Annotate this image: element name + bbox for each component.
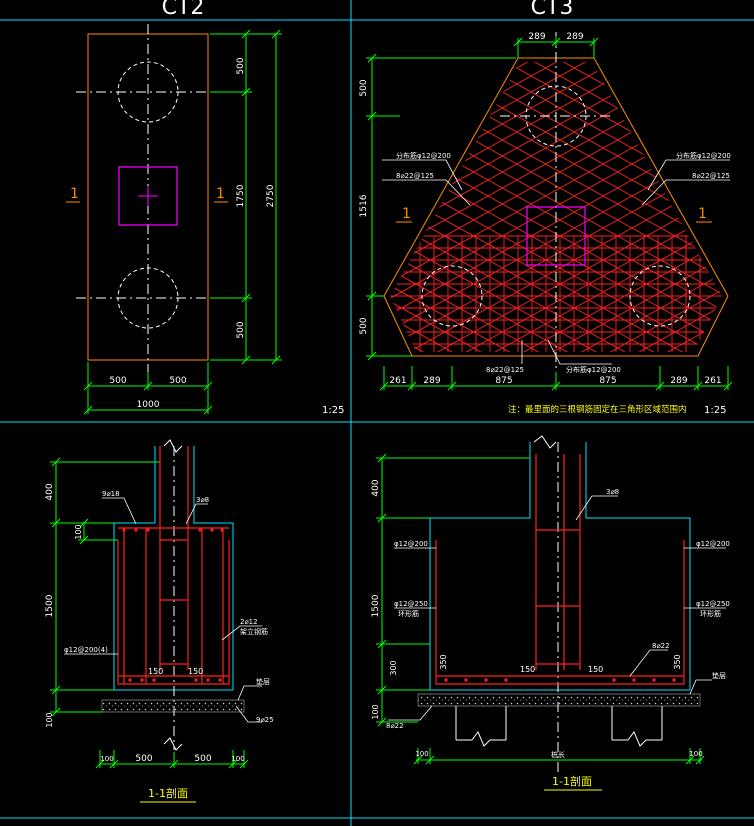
- ct2-section-mark-left: 1: [70, 186, 79, 202]
- ct3s-dim-l2: 1500: [371, 594, 381, 617]
- ct2s-dim-l2: 100: [74, 524, 83, 539]
- ct2s-dim-l3: 1500: [45, 594, 55, 617]
- ct2s-caption: 1-1剖面: [148, 786, 188, 800]
- ct2s-label-colbar: 3⌀8: [196, 496, 209, 504]
- ct3-dim-t2: 289: [566, 32, 583, 42]
- ct3-label-left-main: 8⌀22@125: [396, 172, 434, 180]
- ct2-dim-r3: 500: [236, 321, 246, 338]
- ct3s-dim-b1: 100: [415, 750, 428, 758]
- ct3s-base-label: 桩长: [551, 750, 565, 759]
- ct3-dim-l2: 1516: [359, 194, 369, 217]
- ct3s-label-150b: 150: [588, 665, 603, 674]
- ct3-title: CT3: [531, 0, 574, 20]
- ct3s-label-top-right: φ12@200: [696, 540, 730, 548]
- ct2s-label-150b: 150: [188, 667, 203, 676]
- ct2-dim-r1: 500: [236, 57, 246, 74]
- ct3-section-mark-right: 1: [698, 206, 707, 222]
- ct3s-caption: 1-1剖面: [552, 774, 592, 788]
- ct3-plan: 1 1 289 289 500 1516 500: [359, 32, 733, 416]
- ct3-label-bottom-main: 8⌀22@125: [486, 366, 524, 374]
- ct3s-label-150a: 150: [520, 665, 535, 674]
- ct2s-label-side: φ12@200(4): [64, 646, 108, 654]
- ct3-dim-b1: 261: [389, 376, 406, 386]
- ct2-plan: 1 1 500 1750 500 2750 500 500: [66, 24, 344, 416]
- ct2s-dim-b3: 500: [194, 754, 211, 764]
- ct3-dim-b2: 289: [423, 376, 440, 386]
- ct2s-dim-b2: 500: [135, 754, 152, 764]
- ct3-dim-l1: 500: [359, 79, 369, 96]
- ct2-dim-b2: 500: [169, 376, 186, 386]
- ct2s-dim-l1: 400: [45, 483, 55, 500]
- ct3-label-right-main: 8⌀22@125: [692, 172, 730, 180]
- ct3-dim-b6: 261: [704, 376, 721, 386]
- ct3s-label-colbar: 3⌀8: [606, 488, 619, 496]
- ct2s-label-cushion: 垫层: [256, 677, 270, 686]
- ct3-dim-b5: 289: [670, 376, 687, 386]
- ct3s-label-mid-left-note: 环形筋: [398, 609, 419, 618]
- ct3-dim-b3: 875: [495, 376, 512, 386]
- ct2s-dim-b1: 100: [100, 755, 113, 763]
- ct3s-label-mid-right: φ12@250: [696, 600, 730, 608]
- ct3s-label-mid-right-note: 环形筋: [700, 609, 721, 618]
- ct3-dim-l3: 500: [359, 317, 369, 334]
- ct3s-label-top-left: φ12@200: [394, 540, 428, 548]
- ct3s-dim-l1: 400: [371, 479, 381, 496]
- ct3-section: 400 1500 300 100 100 100 桩长 3⌀8 φ12@200 …: [371, 435, 730, 791]
- ct3s-dim-l4: 100: [371, 704, 380, 719]
- ct2-section-mark-right: 1: [216, 186, 225, 202]
- ct2s-label-frame-note: 架立钢筋: [240, 627, 268, 636]
- ct2-dim-r2: 1750: [236, 184, 246, 207]
- ct3s-label-bottom: 8⌀22: [652, 642, 670, 650]
- ct2-dim-b1: 500: [109, 376, 126, 386]
- ct3s-label-bottom-left: 8⌀22: [386, 722, 404, 730]
- ct3-dim-b4: 875: [599, 376, 616, 386]
- ct2s-label-frame: 2⌀12: [240, 618, 258, 626]
- ct3-section-mark-left: 1: [402, 206, 411, 222]
- ct3-label-left-dist: 分布筋φ12@200: [396, 151, 451, 160]
- ct2-dim-btotal: 1000: [137, 400, 160, 410]
- ct3s-label-350a: 350: [439, 654, 448, 669]
- ct3s-label-cushion: 垫层: [712, 671, 726, 680]
- ct3s-label-mid-left: φ12@250: [394, 600, 428, 608]
- ct2-scale: 1:25: [322, 405, 344, 416]
- ct2s-label-150a: 150: [148, 667, 163, 676]
- ct3s-dim-b2: 100: [689, 750, 702, 758]
- ct2-title: CT2: [162, 0, 205, 20]
- ct3s-dim-l3: 300: [389, 660, 398, 675]
- ct2s-dim-l4: 100: [45, 712, 54, 727]
- ct3s-label-350b: 350: [673, 654, 682, 669]
- ct2-dim-total: 2750: [266, 184, 276, 207]
- ct2s-label-bottom: 9⌀25: [256, 716, 274, 724]
- ct2-section: 400 100 1500 100 100 500 500 100 9⌀18 3⌀…: [45, 439, 274, 803]
- ct3-label-right-dist: 分布筋φ12@200: [676, 151, 731, 160]
- ct2s-dim-b4: 100: [231, 755, 244, 763]
- ct2s-label-stirrup: 9⌀18: [102, 490, 120, 498]
- ct3-scale: 1:25: [704, 405, 726, 416]
- ct3-note: 注：最里面的三根钢筋固定在三角形区域范围内: [508, 404, 687, 415]
- ct3-dim-t1: 289: [528, 32, 545, 42]
- ct3-label-bottom-dist: 分布筋φ12@200: [566, 365, 621, 374]
